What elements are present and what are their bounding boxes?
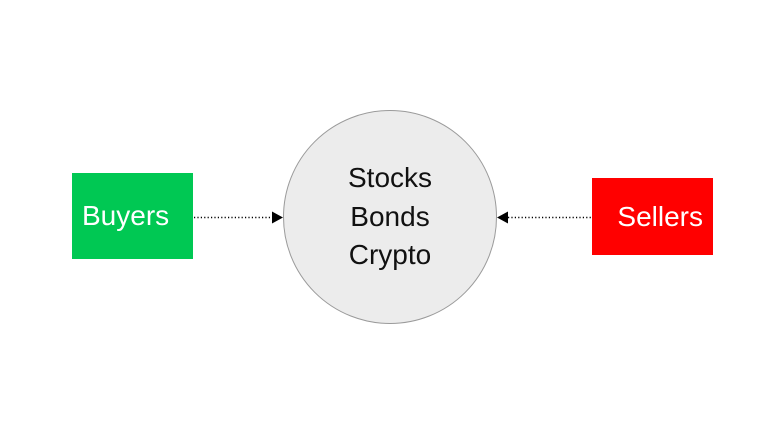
market-line-bonds: Bonds xyxy=(350,200,430,232)
edge-sellers-to-market xyxy=(497,211,591,224)
node-sellers[interactable]: Sellers xyxy=(592,178,713,255)
node-sellers-label: Sellers xyxy=(617,200,703,232)
node-buyers-label: Buyers xyxy=(82,200,170,231)
node-buyers[interactable]: Buyers xyxy=(72,173,193,259)
market-line-crypto: Crypto xyxy=(348,239,432,271)
edge-buyers-to-market-arrowhead xyxy=(272,211,283,224)
edge-sellers-to-market-arrowhead xyxy=(497,211,508,224)
node-market-circle[interactable]: Stocks Bonds Crypto xyxy=(283,110,497,324)
market-line-stocks: Stocks xyxy=(347,162,433,194)
edge-buyers-to-market xyxy=(194,211,283,224)
